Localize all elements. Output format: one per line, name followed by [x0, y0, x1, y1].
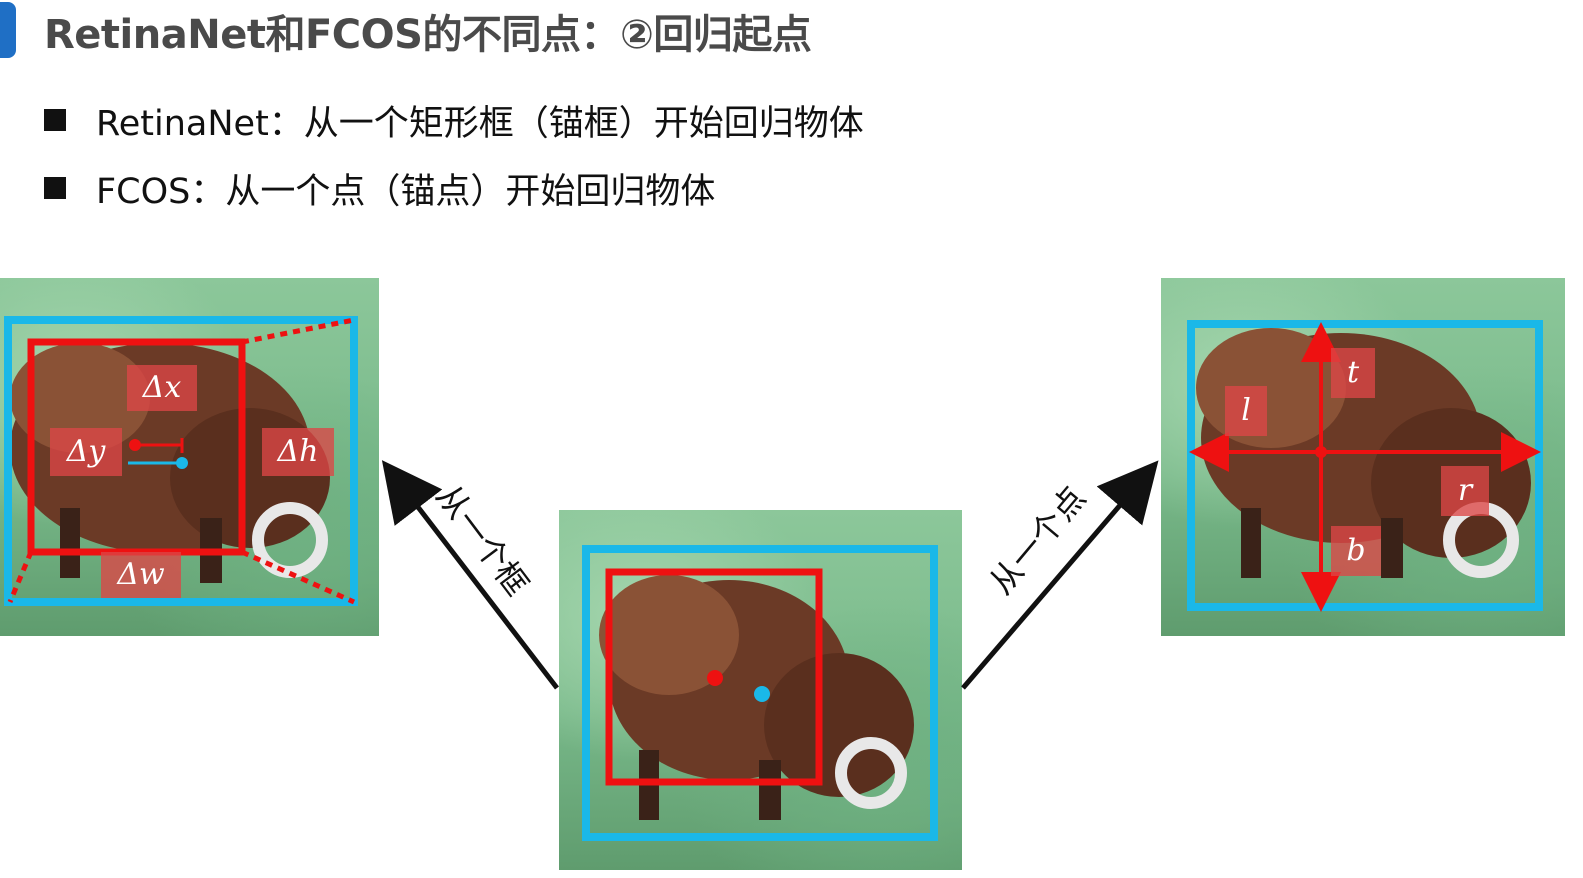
bullet-fcos: FCOS：从一个点（锚点）开始回归物体	[44, 166, 864, 212]
delta-h-label: Δh	[262, 428, 334, 476]
yak-illustration-left	[4, 316, 358, 606]
bullet-text: FCOS：从一个点（锚点）开始回归物体	[96, 171, 716, 212]
regress-bottom-label: b	[1331, 526, 1381, 576]
delta-x-label: Δx	[127, 365, 197, 411]
regress-left-label: l	[1225, 386, 1267, 436]
yak-illustration-right	[1187, 320, 1543, 612]
retinanet-regression-image: Δx Δy Δh Δw	[0, 278, 379, 636]
title-accent-marker	[0, 2, 16, 58]
yak-illustration-mid	[582, 545, 938, 841]
bullet-square-icon	[44, 109, 66, 131]
bullet-square-icon	[44, 177, 66, 199]
arrow-label-point: 从一个点	[981, 479, 1094, 602]
arrow-label-box: 从一个框	[428, 477, 537, 603]
bullet-retinanet: RetinaNet：从一个矩形框（锚框）开始回归物体	[44, 98, 864, 144]
bullet-text: RetinaNet：从一个矩形框（锚框）开始回归物体	[96, 103, 864, 144]
regress-right-label: r	[1441, 466, 1489, 516]
page-title: RetinaNet和FCOS的不同点：②回归起点	[44, 12, 812, 58]
source-image	[559, 510, 962, 870]
delta-w-label: Δw	[101, 552, 181, 598]
fcos-regression-image: t l r b	[1161, 278, 1565, 636]
regress-top-label: t	[1331, 348, 1375, 398]
delta-y-label: Δy	[50, 428, 122, 476]
bullet-list: RetinaNet：从一个矩形框（锚框）开始回归物体 FCOS：从一个点（锚点）…	[44, 98, 864, 234]
